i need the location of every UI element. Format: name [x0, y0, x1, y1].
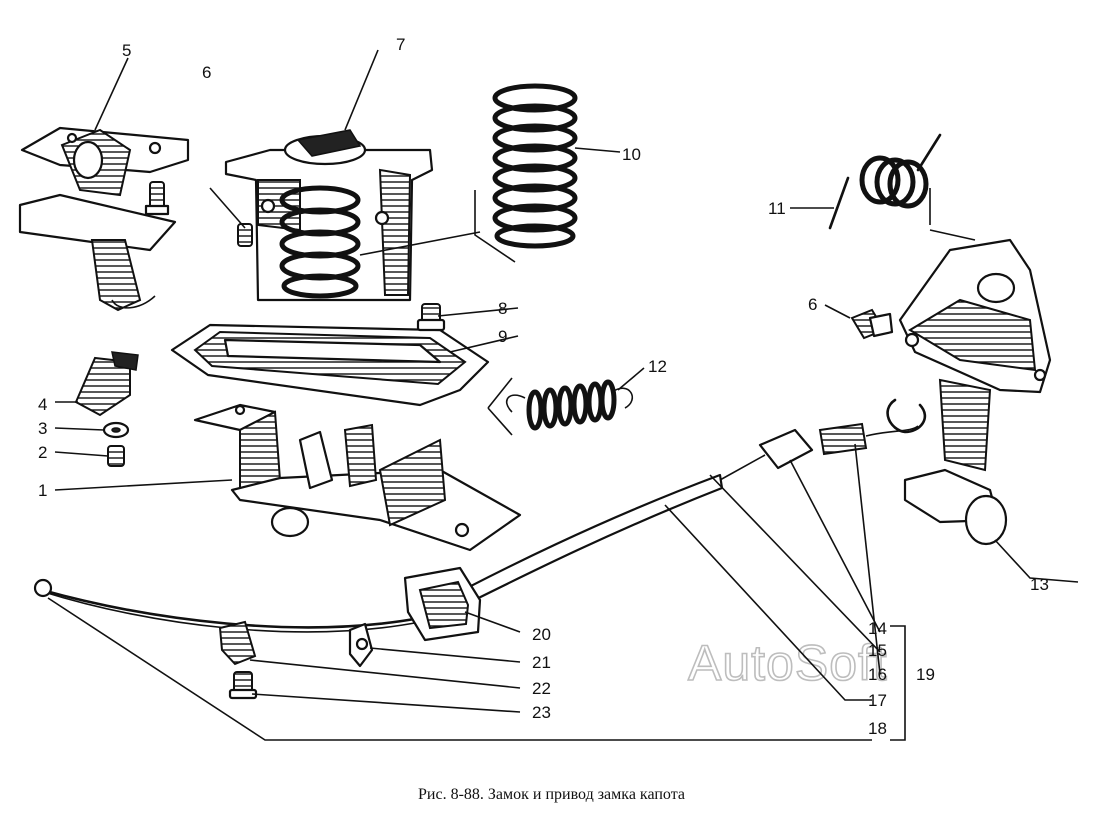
callout-23: 23	[532, 703, 551, 722]
bracket-screw	[144, 181, 170, 216]
callout-1: 1	[38, 481, 47, 500]
part-5-striker-bracket	[18, 126, 190, 312]
part-4-clip	[74, 351, 139, 417]
leader-lines	[47, 49, 1079, 741]
callout-9: 9	[498, 327, 507, 346]
part-7-spring	[279, 185, 361, 299]
callout-17: 17	[868, 691, 887, 710]
callout-11: 11	[768, 199, 786, 218]
part-9-plate	[170, 323, 490, 407]
part-11-torsion-spring	[828, 133, 942, 230]
callout-8: 8	[498, 299, 507, 318]
callout-6-left: 6	[202, 63, 211, 82]
callout-12: 12	[648, 357, 667, 376]
callout-13: 13	[1030, 575, 1049, 594]
callout-21: 21	[532, 653, 551, 672]
callout-14: 14	[868, 619, 887, 638]
callout-19: 19	[916, 665, 935, 684]
part-3-washer	[102, 421, 130, 439]
part-21-clip	[348, 622, 374, 668]
figure-caption: Рис. 8-88. Замок и привод замка капота	[418, 786, 685, 803]
callout-18: 18	[868, 719, 887, 738]
part-6-screw-right	[850, 308, 894, 340]
part-13-release-lever	[898, 188, 1052, 546]
part-10-coil-spring	[492, 83, 578, 249]
callout-7: 7	[396, 35, 405, 54]
callout-22: 22	[532, 679, 551, 698]
callout-2: 2	[38, 443, 47, 462]
callout-labels: 5 6 7 10 11 6 8 9 12 4 3 2 1 13 14 15 16…	[38, 35, 1049, 738]
part-6-screw-left	[209, 187, 253, 247]
part-20-grommet	[403, 566, 482, 642]
callout-15: 15	[868, 641, 887, 660]
part-12-tension-spring	[487, 377, 634, 436]
part-1-lock-base	[193, 403, 522, 552]
watermark: AutoSoft	[688, 635, 888, 691]
callout-3: 3	[38, 419, 47, 438]
part-23-bolt	[228, 671, 258, 700]
part-2-screw	[107, 445, 125, 467]
callout-6-right: 6	[808, 295, 817, 314]
callout-10: 10	[622, 145, 641, 164]
part-22-clamp	[218, 620, 257, 666]
part-7-lock-assembly	[224, 129, 516, 302]
part-8-bolt	[416, 303, 446, 332]
callout-16: 16	[868, 665, 887, 684]
callout-20: 20	[532, 625, 551, 644]
callout-4: 4	[38, 395, 47, 414]
callout-5: 5	[122, 41, 131, 60]
